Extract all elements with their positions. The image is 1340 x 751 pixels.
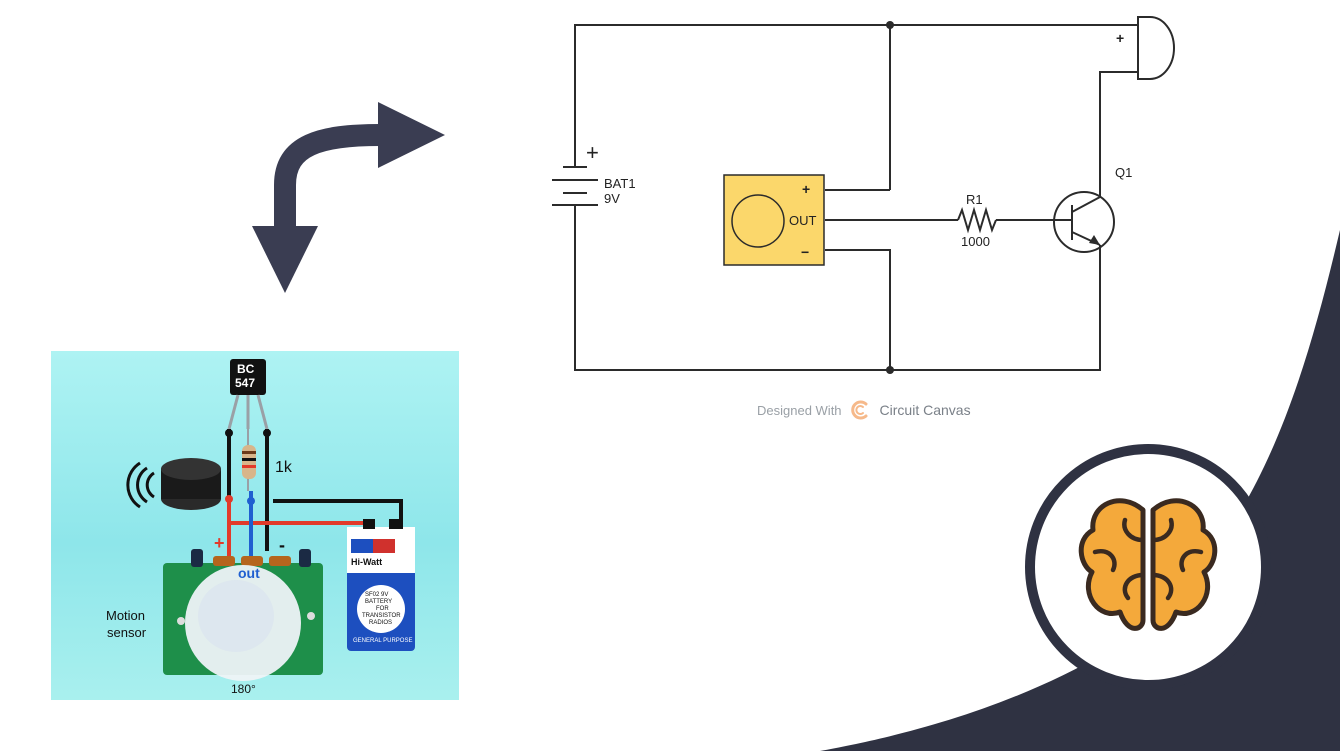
plus-label: + [214, 533, 225, 553]
minus-label: - [279, 535, 285, 555]
sound-waves-icon [126, 461, 155, 509]
battery-line5: RADIOS [369, 620, 393, 626]
wiring-photo: BC 547 1k + - out Motion sensor 180° Hi-… [51, 351, 459, 700]
battery-plus-label: + [586, 140, 599, 165]
battery-designator: BAT1 [604, 176, 636, 191]
battery-value: 9V [604, 191, 620, 206]
battery-brand: Hi-Watt [351, 557, 383, 567]
sensor-plus-label: + [802, 181, 810, 197]
battery-footer: GENERAL PURPOSE [353, 638, 413, 644]
circuit-canvas-credit: Designed With Circuit Canvas [757, 399, 971, 421]
resistor-designator: R1 [966, 192, 983, 207]
circuit-canvas-logo-icon [850, 400, 868, 420]
sensor-out-label: OUT [789, 213, 817, 228]
battery-line1: SF02 9V [365, 592, 389, 598]
sensor-label-line1: Motion [106, 608, 146, 623]
angle-label: 180° [231, 682, 256, 696]
brain-icon [1078, 498, 1218, 631]
credit-brand: Circuit Canvas [879, 402, 971, 418]
resistor-label: 1k [275, 459, 292, 476]
battery-line4: TRANSISTOR [362, 613, 401, 619]
buzzer-plus-label: + [1116, 30, 1124, 46]
resistor-value: 1000 [961, 234, 990, 249]
credit-prefix: Designed With [757, 402, 842, 418]
out-label: out [238, 565, 260, 581]
transistor-label-bottom: 547 [235, 376, 256, 390]
sensor-minus-label: − [801, 244, 809, 260]
transistor-designator: Q1 [1115, 165, 1132, 180]
battery-line2: BATTERY [365, 599, 393, 605]
battery-line3: FOR [376, 606, 389, 612]
sensor-label-line2: sensor [107, 625, 147, 640]
wiring-illustration [126, 359, 415, 681]
transistor-label-top: BC [237, 362, 255, 376]
